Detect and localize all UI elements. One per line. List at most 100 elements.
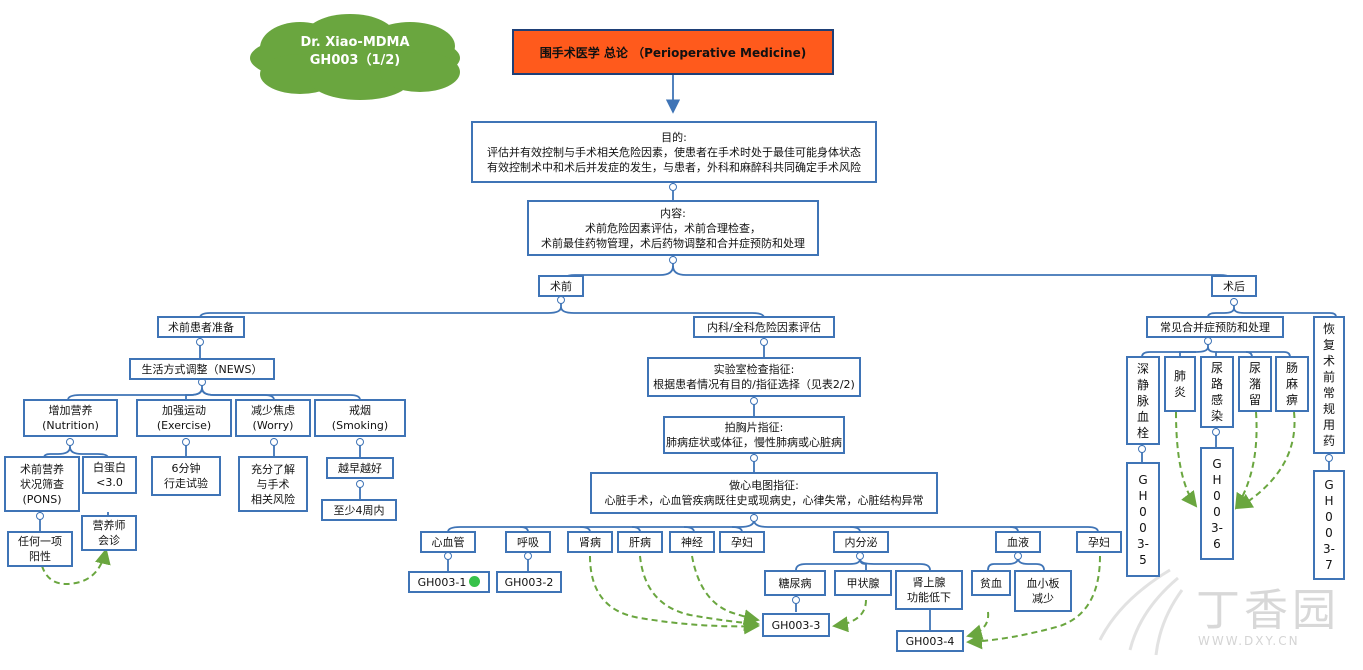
endo-thyroid-label: 甲状腺 [846, 576, 880, 590]
xray-line1: 拍胸片指征: [724, 421, 784, 434]
system-neuro: 神经 [669, 531, 715, 553]
hema-platelet-line1: 血小板 [1026, 577, 1060, 590]
ref-gh003-4[interactable]: GH003-4 [896, 630, 964, 652]
postop-retention: 尿潴留 [1238, 356, 1272, 412]
patient-prep-box: 术前患者准备 [157, 316, 245, 338]
system-kidney: 肾病 [567, 531, 613, 553]
worry-line1: 减少焦虑 [251, 404, 295, 417]
worry-detail-box: 充分了解 与手术 相关风险 [238, 456, 308, 512]
dietitian-line1: 营养师 [92, 519, 126, 532]
content-line2: 术前最佳药物管理，术后药物调整和合并症预防和处理 [541, 236, 805, 250]
worry-detail-line2: 与手术 [256, 477, 290, 491]
albumin-box: 白蛋白 <3.0 [82, 456, 137, 494]
ecg-line1: 做心电图指征: [729, 479, 799, 492]
ref-gh003-1[interactable]: GH003-1 [408, 571, 490, 593]
system-pregnant-label: 孕妇 [731, 535, 753, 549]
content-label: 内容: [660, 206, 686, 220]
system-neuro-label: 神经 [681, 535, 703, 549]
lab-test-line1: 实验室检查指征: [713, 363, 795, 376]
walk-test-line2: 行走试验 [164, 477, 208, 490]
hema-platelet-line2: 减少 [1032, 592, 1054, 605]
ref-gh003-6[interactable]: GH003-6 [1200, 447, 1234, 560]
smoking-box: 戒烟 (Smoking) [314, 399, 406, 437]
ecg-box: 做心电图指征: 心脏手术，心血管疾病既往史或现病史，心律失常，心脏结构异常 [590, 472, 938, 514]
system-liver-label: 肝病 [629, 535, 651, 549]
patient-prep-label: 术前患者准备 [168, 320, 234, 334]
system-kidney-label: 肾病 [579, 535, 601, 549]
any-positive-line2: 阳性 [29, 550, 51, 563]
xray-box: 拍胸片指征: 肺病症状或体征，慢性肺病或心脏病 [663, 416, 845, 454]
system-pregnant-2: 孕妇 [1076, 531, 1122, 553]
ref-gh003-7-label: GH003-7 [1323, 478, 1335, 572]
system-blood-label: 血液 [1007, 535, 1029, 549]
system-endocrine: 内分泌 [833, 531, 889, 553]
complications-label: 常见合并症预防和处理 [1160, 320, 1270, 334]
author-label: Dr. Xiao-MDMA GH003（1/2) [275, 34, 435, 70]
ref-gh003-5-label: GH003-5 [1137, 472, 1149, 567]
green-dashed-arrows [41, 411, 1296, 650]
walk-test-line1: 6分钟 [171, 462, 201, 475]
dietitian-box: 营养师 会诊 [81, 515, 137, 551]
postop-drugs: 恢复术前常规用药 [1313, 316, 1345, 454]
lifestyle-box: 生活方式调整（NEWS） [129, 358, 275, 380]
walk-test-box: 6分钟 行走试验 [151, 456, 221, 496]
nutrition-screen-line1: 术前营养 [20, 462, 64, 476]
postop-label: 术后 [1223, 279, 1245, 293]
postop-pneumonia-label: 肺炎 [1174, 369, 1187, 399]
ref-gh003-7[interactable]: GH003-7 [1313, 470, 1345, 580]
system-cardio: 心血管 [420, 531, 476, 553]
hema-anemia: 贫血 [971, 570, 1011, 596]
risk-eval-box: 内科/全科危险因素评估 [693, 316, 835, 338]
system-pregnant: 孕妇 [719, 531, 765, 553]
xray-line2: 肺病症状或体征，慢性肺病或心脏病 [666, 436, 842, 449]
tree-connectors [39, 75, 1337, 632]
worry-line2: (Worry) [252, 419, 294, 432]
ref-gh003-3[interactable]: GH003-3 [762, 613, 830, 637]
purpose-label: 目的: [661, 130, 687, 144]
purpose-line1: 评估并有效控制与手术相关危险因素，使患者在手术时处于最佳可能身体状态 [487, 145, 861, 159]
nutrition-line1: 增加营养 [48, 404, 93, 417]
postop-ileus: 肠麻痹 [1275, 356, 1309, 412]
endo-adrenal-line1: 肾上腺 [912, 576, 946, 589]
system-pregnant-2-label: 孕妇 [1088, 535, 1110, 549]
endo-diabetes: 糖尿病 [764, 570, 826, 596]
lab-test-line2: 根据患者情况有目的/指征选择（见表2/2) [653, 378, 855, 391]
postop-uti-label: 尿路感染 [1211, 361, 1224, 423]
ref-gh003-2[interactable]: GH003-2 [496, 571, 562, 593]
postop-drugs-label: 恢复术前常规用药 [1323, 322, 1336, 448]
postop-dvt: 深静脉血栓 [1126, 356, 1160, 445]
system-cardio-label: 心血管 [431, 535, 465, 549]
exercise-line1: 加强运动 [162, 404, 206, 417]
smoking-line2: (Smoking) [331, 419, 389, 432]
smoking-line1: 戒烟 [349, 404, 371, 417]
system-endocrine-label: 内分泌 [844, 535, 878, 549]
risk-eval-label: 内科/全科危险因素评估 [707, 320, 821, 334]
ref-gh003-3-label: GH003-3 [771, 618, 821, 632]
worry-detail-line1: 充分了解 [251, 462, 295, 476]
system-blood: 血液 [995, 531, 1041, 553]
ref-gh003-5[interactable]: GH003-5 [1126, 462, 1160, 577]
worry-detail-line3: 相关风险 [251, 492, 295, 506]
postop-box: 术后 [1211, 275, 1257, 297]
content-box: 内容: 术前危险因素评估，术前合理检查， 术前最佳药物管理，术后药物调整和合并症… [527, 200, 819, 256]
preop-label: 术前 [550, 279, 572, 293]
hema-anemia-label: 贫血 [980, 576, 1002, 590]
smoking-weeks-label: 至少4周内 [333, 503, 385, 517]
ref-gh003-4-label: GH003-4 [905, 634, 955, 648]
smoking-early-label: 越早越好 [338, 461, 382, 475]
endo-adrenal-line2: 功能低下 [907, 591, 951, 604]
exercise-line2: (Exercise) [156, 419, 212, 432]
page-title: 围手术医学 总论 （Perioperative Medicine) [512, 29, 834, 75]
nutrition-screen-line2: 状况筛查 [20, 477, 64, 491]
system-liver: 肝病 [617, 531, 663, 553]
purpose-line2: 有效控制术中和术后并发症的发生，与患者，外科和麻醉科共同确定手术风险 [487, 160, 861, 174]
ref-gh003-1-label: GH003-1 [418, 575, 481, 590]
ref-gh003-1-text: GH003-1 [417, 575, 467, 589]
endo-adrenal: 肾上腺 功能低下 [895, 570, 963, 610]
hema-platelet: 血小板 减少 [1014, 570, 1072, 612]
smoking-early-box: 越早越好 [326, 457, 394, 479]
lab-test-box: 实验室检查指征: 根据患者情况有目的/指征选择（见表2/2) [647, 357, 861, 397]
ref-gh003-2-label: GH003-2 [504, 575, 554, 589]
system-resp-label: 呼吸 [517, 535, 539, 549]
